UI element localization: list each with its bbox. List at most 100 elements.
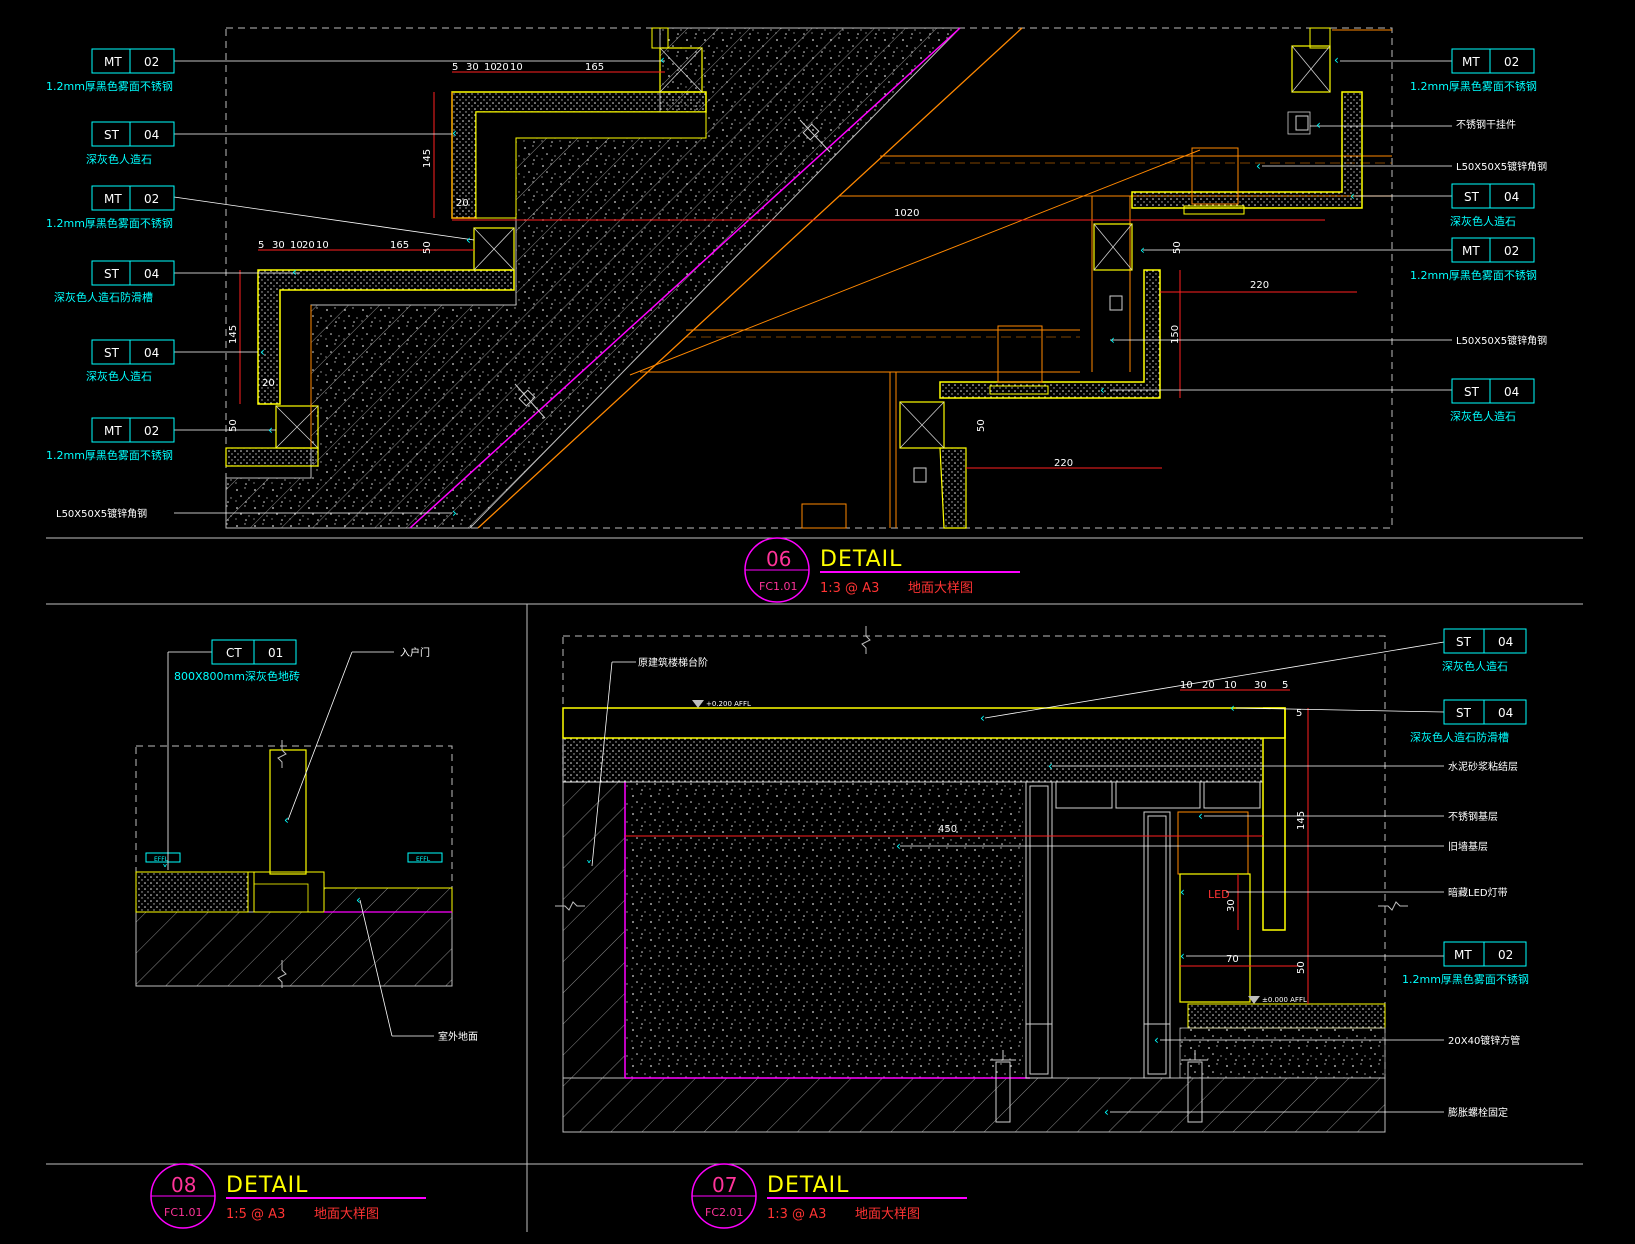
- detail-08-scale: 1:5 @ A3: [226, 1207, 285, 1222]
- svg-text:˅: ˅: [162, 863, 168, 877]
- svg-text:›: ›: [452, 506, 457, 520]
- tag-note: 深灰色人造石: [86, 369, 152, 383]
- tag-left-1: MT 02 1.2mm厚黑色雾面不锈钢: [46, 48, 175, 93]
- tag-right-4: ST 04 深灰色人造石: [1450, 378, 1535, 423]
- detail-07-labels: 原建筑楼梯台阶 ST 04 深灰色人造石 ST 04 深灰色人造石防滑槽 水泥砂…: [638, 628, 1529, 1119]
- note-right-4: 暗藏LED灯带: [1448, 886, 1508, 899]
- right-note-2: L50X50X5镀锌角钢: [1456, 160, 1547, 173]
- tag-left-5: ST 04 深灰色人造石: [86, 339, 175, 383]
- dim-r-50-upper: 50: [1172, 241, 1183, 254]
- dim-top-5: 5: [452, 62, 458, 73]
- detail-07-subtitle: 地面大样图: [855, 1207, 920, 1222]
- dim-r-50-lower: 50: [976, 419, 987, 432]
- dim-top-run: 165: [585, 62, 604, 73]
- tag-num: 04: [1498, 706, 1513, 720]
- tag-code: MT: [104, 55, 122, 69]
- left-bottom-note: L50X50X5镀锌角钢: [56, 507, 147, 520]
- tag-code: CT: [226, 646, 242, 660]
- tag-code: ST: [1456, 635, 1472, 649]
- svg-text:‹: ‹: [1100, 383, 1105, 397]
- svg-text:‹: ‹: [660, 53, 665, 67]
- dim-r-220-lower: 220: [1054, 458, 1073, 469]
- dim-gap-upper: 20: [456, 198, 469, 209]
- svg-text:‹: ‹: [1110, 333, 1115, 347]
- detail-07-title: DETAIL: [767, 1173, 849, 1198]
- dim-top-10b: 10: [510, 62, 523, 73]
- tag-num: 02: [144, 424, 159, 438]
- svg-text:‹: ‹: [1104, 1105, 1109, 1119]
- tag-num: 02: [1498, 948, 1513, 962]
- tag-code: ST: [1464, 190, 1480, 204]
- svg-text:‹: ‹: [1140, 243, 1145, 257]
- right-note-1: 不锈钢干挂件: [1456, 118, 1516, 131]
- tag-code: ST: [104, 267, 120, 281]
- svg-text:‹: ‹: [1316, 118, 1321, 132]
- tag-note: 1.2mm厚黑色雾面不锈钢: [46, 79, 173, 93]
- dim-mid-30: 30: [272, 240, 285, 251]
- tag-num: 01: [268, 646, 283, 660]
- detail-06-title-block: 06 FC1.01 DETAIL 1:3 @ A3 地面大样图: [744, 537, 1020, 603]
- detail-06-scale: 1:3 @ A3: [820, 581, 879, 596]
- tag-note: 800X800mm深灰色地砖: [174, 669, 300, 683]
- tag-code: MT: [104, 424, 122, 438]
- tag-num: 04: [144, 128, 159, 142]
- detail-06-dims: 5 30 10 20 10 165 145 20 5 30 10 20 10 1…: [228, 62, 1269, 469]
- dim-top-30: 30: [466, 62, 479, 73]
- note-right-5: 20X40镀锌方管: [1448, 1034, 1520, 1047]
- detail-06-tags-right: MT 02 1.2mm厚黑色雾面不锈钢 不锈钢干挂件 L50X50X5镀锌角钢 …: [1410, 48, 1547, 423]
- dim-07-edge-5: 5: [1296, 708, 1302, 719]
- detail-06-sheet-ref: FC1.01: [759, 580, 798, 593]
- tag-note: 深灰色人造石: [1442, 659, 1508, 673]
- level-tag-1: EFFL: [154, 856, 169, 863]
- tag-code: ST: [1464, 385, 1480, 399]
- svg-text:‹: ‹: [1154, 1033, 1159, 1047]
- dim-mid-10b: 10: [316, 240, 329, 251]
- svg-text:‹: ‹: [896, 839, 901, 853]
- tag-07-3: MT 02 1.2mm厚黑色雾面不锈钢: [1402, 941, 1529, 986]
- svg-text:‹: ‹: [260, 345, 265, 359]
- dim-rise-lower: 145: [228, 325, 239, 344]
- note-right-6: 膨胀螺栓固定: [1448, 1106, 1508, 1119]
- dim-07-led-30: 30: [1226, 899, 1237, 912]
- tag-note: 1.2mm厚黑色雾面不锈钢: [46, 448, 173, 462]
- tag-num: 02: [1504, 55, 1519, 69]
- sheet-frame: [46, 537, 1583, 1232]
- dim-07-top-5: 5: [1282, 680, 1288, 691]
- tag-note: 深灰色人造石防滑槽: [54, 290, 153, 304]
- detail-07-title-block: 07 FC2.01 DETAIL 1:3 @ A3 地面大样图: [691, 1163, 967, 1229]
- detail-08-subtitle: 地面大样图: [314, 1207, 379, 1222]
- level-bottom: ±0.000 AFFL: [1262, 996, 1307, 1004]
- dim-mid-10a: 10: [290, 240, 303, 251]
- dim-07-top-30: 30: [1254, 680, 1267, 691]
- tag-num: 02: [144, 192, 159, 206]
- detail-08-title: DETAIL: [226, 1173, 308, 1198]
- tag-note: 深灰色人造石: [1450, 409, 1516, 423]
- tag-left-4: ST 04 深灰色人造石防滑槽: [54, 260, 175, 304]
- dim-r-220-upper: 220: [1250, 280, 1269, 291]
- tag-right-3: MT 02 1.2mm厚黑色雾面不锈钢: [1410, 237, 1537, 282]
- dim-mid-50: 50: [422, 241, 433, 254]
- led-label: LED: [1208, 888, 1230, 901]
- tag-note: 1.2mm厚黑色雾面不锈钢: [1410, 268, 1537, 282]
- dim-mid-5: 5: [258, 240, 264, 251]
- detail-08-labels: CT 01 800X800mm深灰色地砖 入户门 室外地面: [174, 639, 478, 1043]
- tag-num: 04: [1498, 635, 1513, 649]
- svg-text:‹: ‹: [356, 893, 361, 907]
- dim-07-depth: 450: [938, 824, 957, 835]
- tag-note: 1.2mm厚黑色雾面不锈钢: [1402, 972, 1529, 986]
- dim-07-top-10a: 10: [1180, 680, 1193, 691]
- dim-07-top-10b: 10: [1224, 680, 1237, 691]
- tag-note: 1.2mm厚黑色雾面不锈钢: [1410, 79, 1537, 93]
- svg-text:‹: ‹: [1198, 809, 1203, 823]
- tag-left-2: ST 04 深灰色人造石: [86, 121, 175, 166]
- tag-code: ST: [104, 346, 120, 360]
- note-door: 入户门: [400, 646, 430, 659]
- dim-07-rise: 145: [1296, 811, 1307, 830]
- svg-text:‹: ‹: [1180, 885, 1185, 899]
- tag-note: 深灰色人造石: [1450, 214, 1516, 228]
- detail-07-dims: 10 20 10 30 5 5 450 145 30 70 50: [938, 680, 1307, 974]
- tag-left-6: MT 02 1.2mm厚黑色雾面不锈钢: [46, 417, 175, 462]
- svg-text:‹: ‹: [1334, 53, 1339, 67]
- tag-07-1: ST 04 深灰色人造石: [1442, 628, 1527, 673]
